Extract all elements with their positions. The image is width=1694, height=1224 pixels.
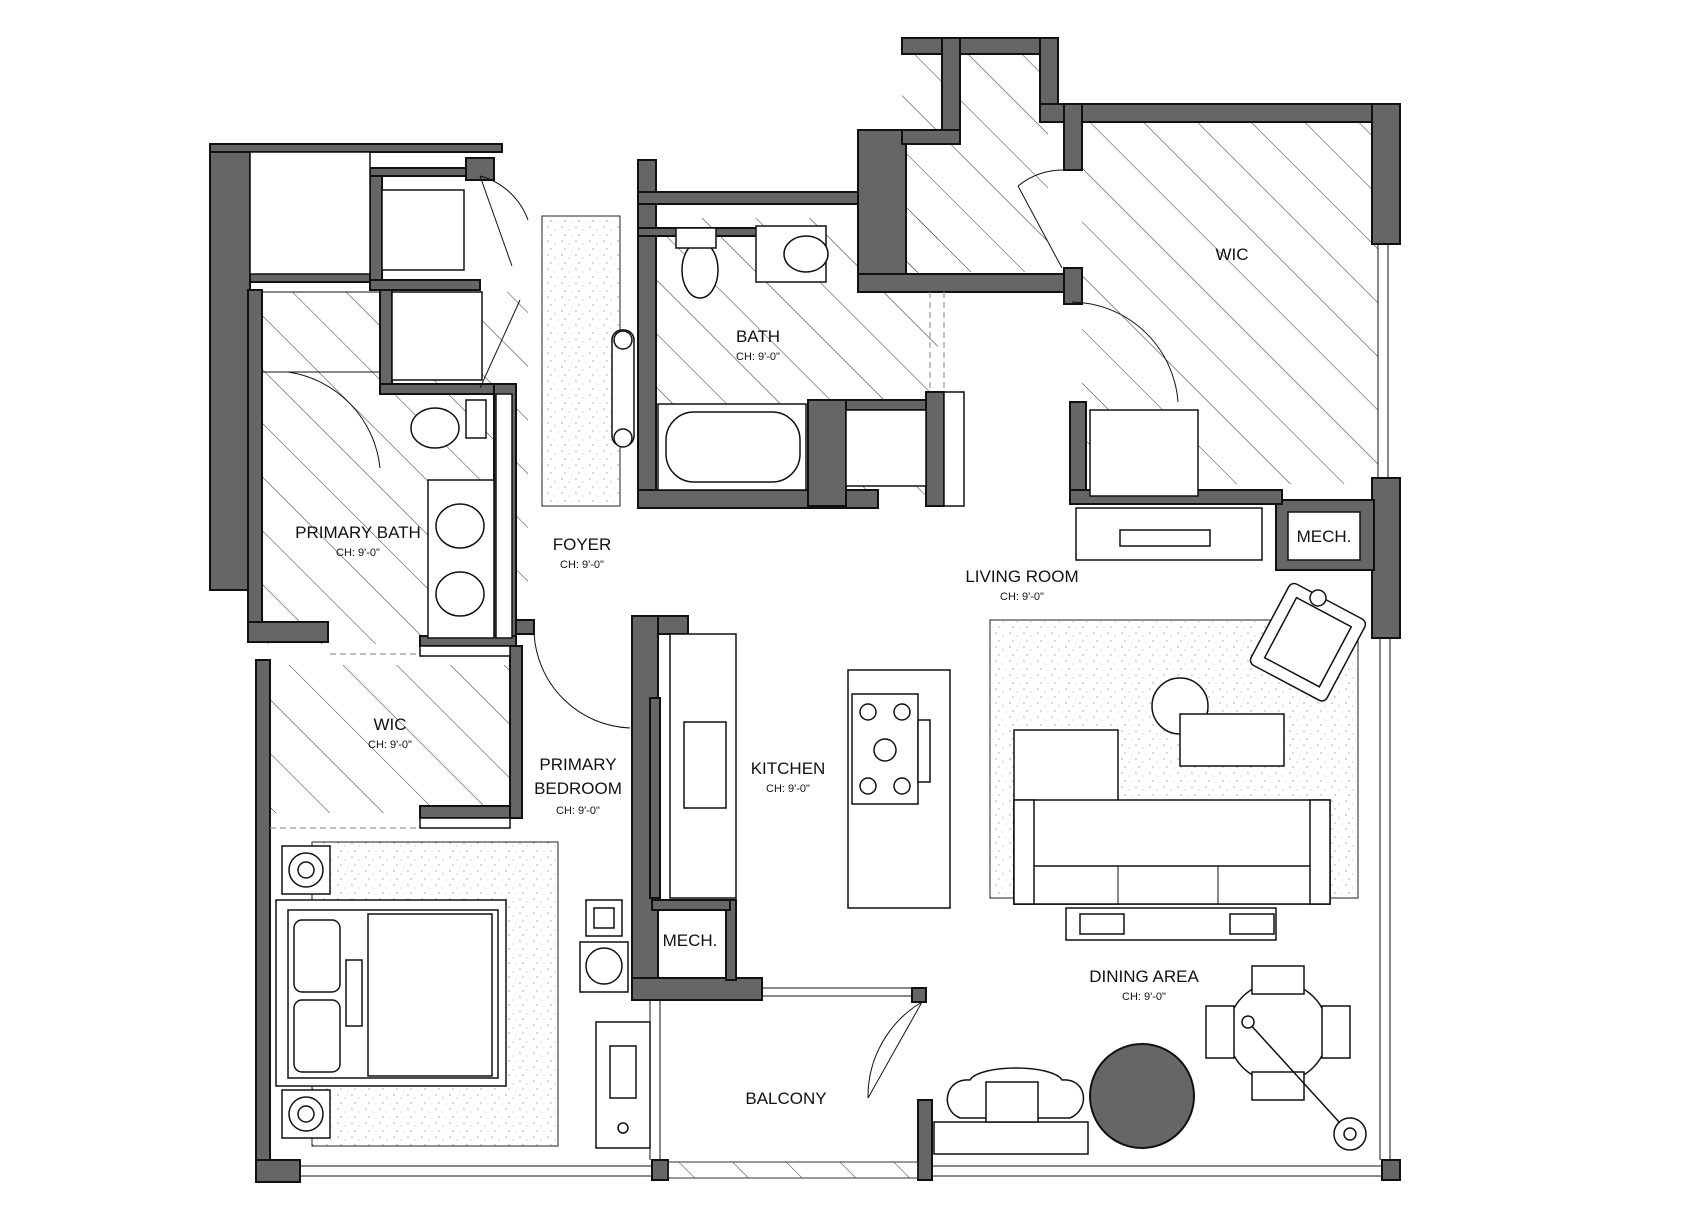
dashed-lines bbox=[270, 292, 945, 829]
label-living-room-ch: CH: 9'-0" bbox=[1000, 591, 1044, 603]
label-mech-kitchen: MECH. bbox=[663, 931, 718, 950]
label-dining-area-ch: CH: 9'-0" bbox=[1122, 991, 1166, 1003]
label-wic-top: WIC bbox=[1215, 245, 1248, 264]
label-foyer-ch: CH: 9'-0" bbox=[560, 559, 604, 571]
room-labels: WIC BATH CH: 9'-0" PRIMARY BATH CH: 9'-0… bbox=[295, 245, 1351, 1108]
label-primary-bedroom-line2: BEDROOM bbox=[534, 779, 622, 798]
label-dining-area: DINING AREA bbox=[1089, 967, 1199, 986]
label-wic-left-ch: CH: 9'-0" bbox=[368, 739, 412, 751]
label-primary-bath-ch: CH: 9'-0" bbox=[336, 547, 380, 559]
label-kitchen-ch: CH: 9'-0" bbox=[766, 783, 810, 795]
label-foyer: FOYER bbox=[553, 535, 612, 554]
label-balcony: BALCONY bbox=[745, 1089, 826, 1108]
label-mech-right: MECH. bbox=[1297, 527, 1352, 546]
label-wic-left: WIC bbox=[373, 715, 406, 734]
label-bath-ch: CH: 9'-0" bbox=[736, 351, 780, 363]
label-bath: BATH bbox=[736, 327, 780, 346]
label-primary-bedroom-ch: CH: 9'-0" bbox=[556, 805, 600, 817]
fixtures bbox=[249, 151, 1367, 1155]
label-primary-bedroom-line1: PRIMARY bbox=[539, 755, 616, 774]
label-living-room: LIVING ROOM bbox=[965, 567, 1078, 586]
windows bbox=[300, 244, 1391, 1179]
label-primary-bath: PRIMARY BATH bbox=[295, 523, 421, 542]
label-kitchen: KITCHEN bbox=[751, 759, 826, 778]
